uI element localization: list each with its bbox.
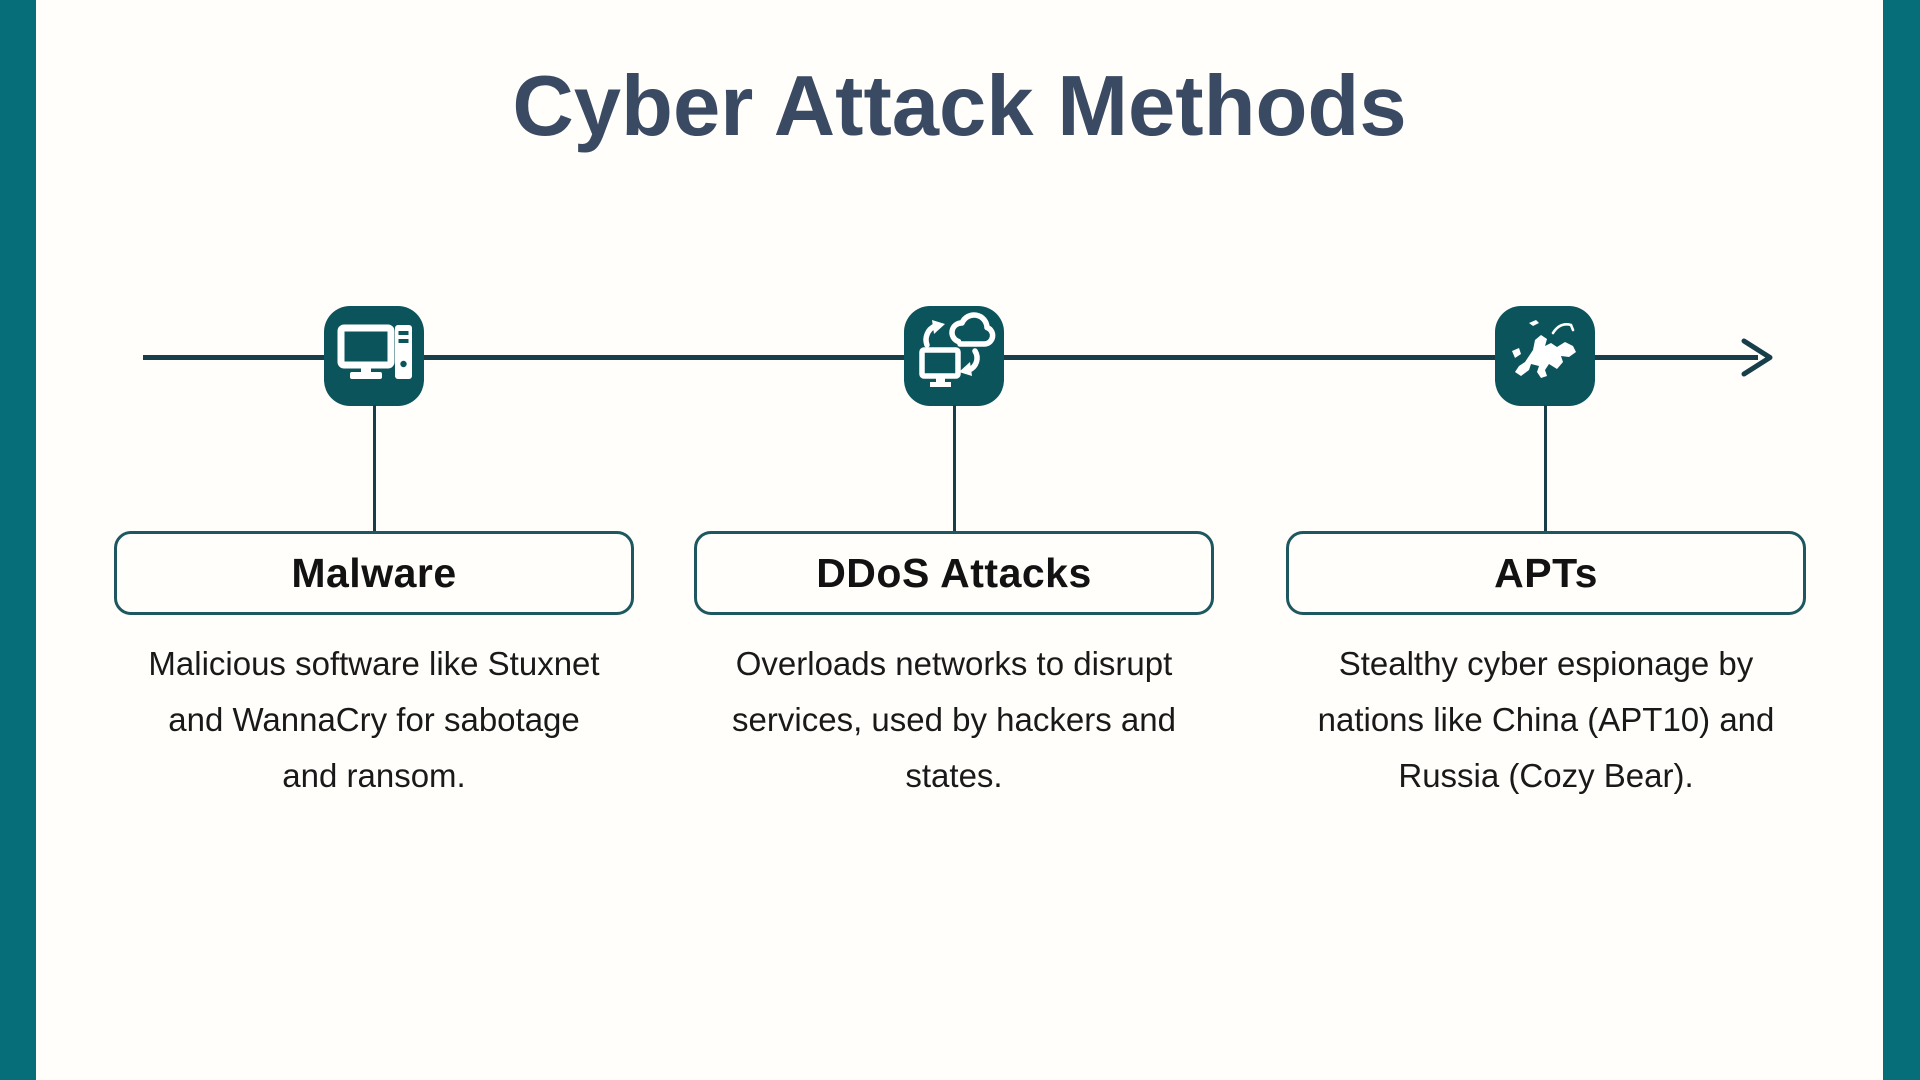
timeline-arrowhead-icon <box>1741 338 1773 377</box>
page-title: Cyber Attack Methods <box>512 59 1407 154</box>
left-accent-bar <box>0 0 36 1080</box>
malware-icon-badge <box>324 306 424 406</box>
ddos-icon-badge <box>904 306 1004 406</box>
right-accent-bar <box>1883 0 1920 1080</box>
desktop-computer-icon <box>337 324 412 379</box>
description-line: and ransom. <box>282 757 466 794</box>
description-line: nations like China (APT10) and <box>1317 701 1775 738</box>
description-line: states. <box>905 757 1003 794</box>
connector-line <box>1544 405 1547 532</box>
malware-label: Malware <box>291 549 457 596</box>
ddos-label: DDoS Attacks <box>816 549 1092 596</box>
description-line: and WannaCry for sabotage <box>168 701 580 738</box>
description-line: Russia (Cozy Bear). <box>1398 757 1694 794</box>
description-line: services, used by hackers and <box>732 701 1176 738</box>
apt-label: APTs <box>1494 549 1598 596</box>
connector-line <box>373 405 376 532</box>
cloud-sync-icon <box>919 312 996 387</box>
apt-description: Stealthy cyber espionage by nations like… <box>1286 636 1806 804</box>
malware-label-box: Malware <box>114 531 634 615</box>
ddos-label-box: DDoS Attacks <box>694 531 1214 615</box>
description-line: Malicious software like Stuxnet <box>148 645 600 682</box>
description-line: Overloads networks to disrupt <box>735 645 1173 682</box>
europe-map-icon <box>1512 320 1576 378</box>
apt-icon-badge <box>1495 306 1595 406</box>
description-line: Stealthy cyber espionage by <box>1338 645 1754 682</box>
ddos-description: Overloads networks to disrupt services, … <box>694 636 1214 804</box>
connector-line <box>953 405 956 532</box>
malware-description: Malicious software like Stuxnet and Wann… <box>114 636 634 804</box>
apt-label-box: APTs <box>1286 531 1806 615</box>
